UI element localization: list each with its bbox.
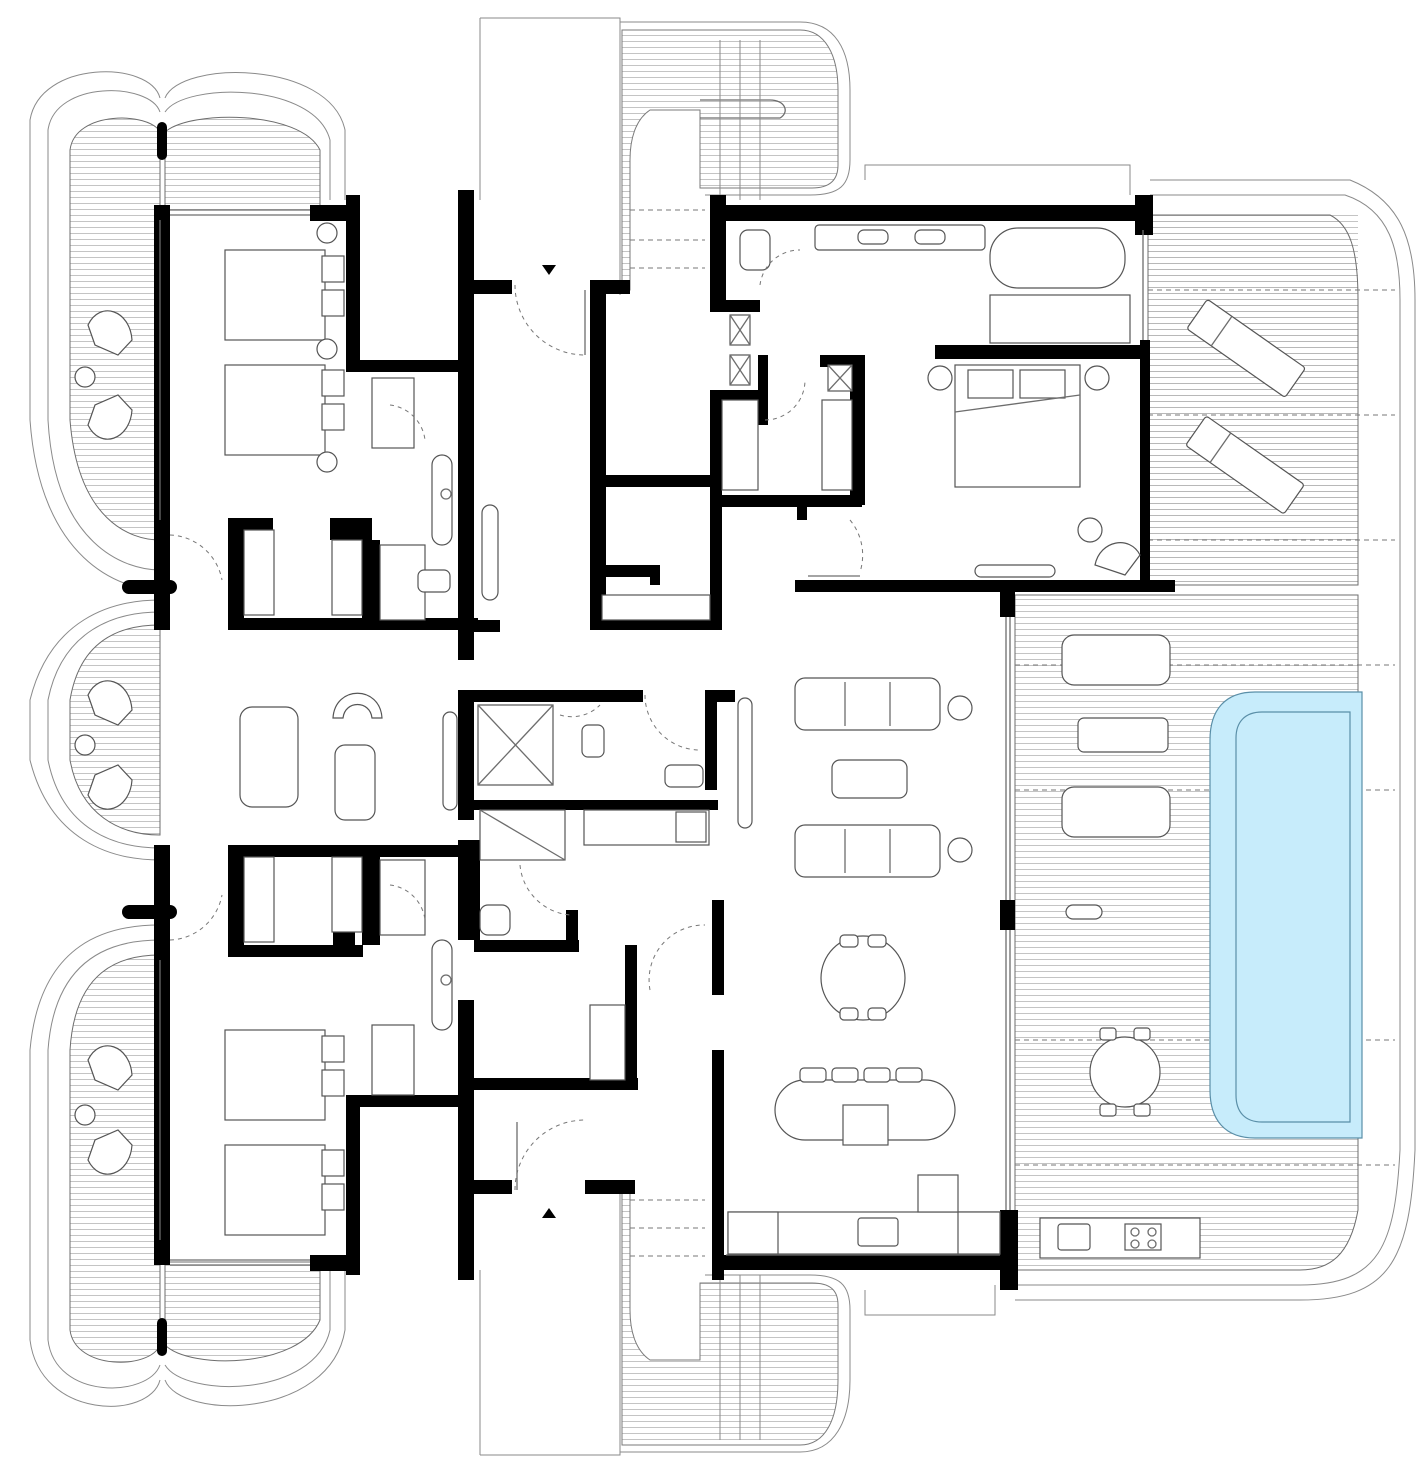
entry-arrow-up-icon [542,1208,556,1218]
internal-stairs [601,314,853,621]
right-terrace [864,164,1416,1316]
bottom-stair-terrace [479,1180,851,1456]
windows [159,209,1144,1266]
entry-arrow-down-icon [542,265,556,275]
pool [1209,691,1363,1139]
bedroom-1 [74,222,499,621]
middle-terrace-furniture [74,680,133,810]
door-swings [169,249,864,1191]
walls [122,122,1175,1356]
master-suite [739,224,1141,578]
core-rooms [477,697,753,1081]
bedroom-2 [74,856,453,1236]
living-dining [727,677,1001,1255]
hall-lounge [239,692,458,821]
top-stair-terrace [479,17,851,295]
